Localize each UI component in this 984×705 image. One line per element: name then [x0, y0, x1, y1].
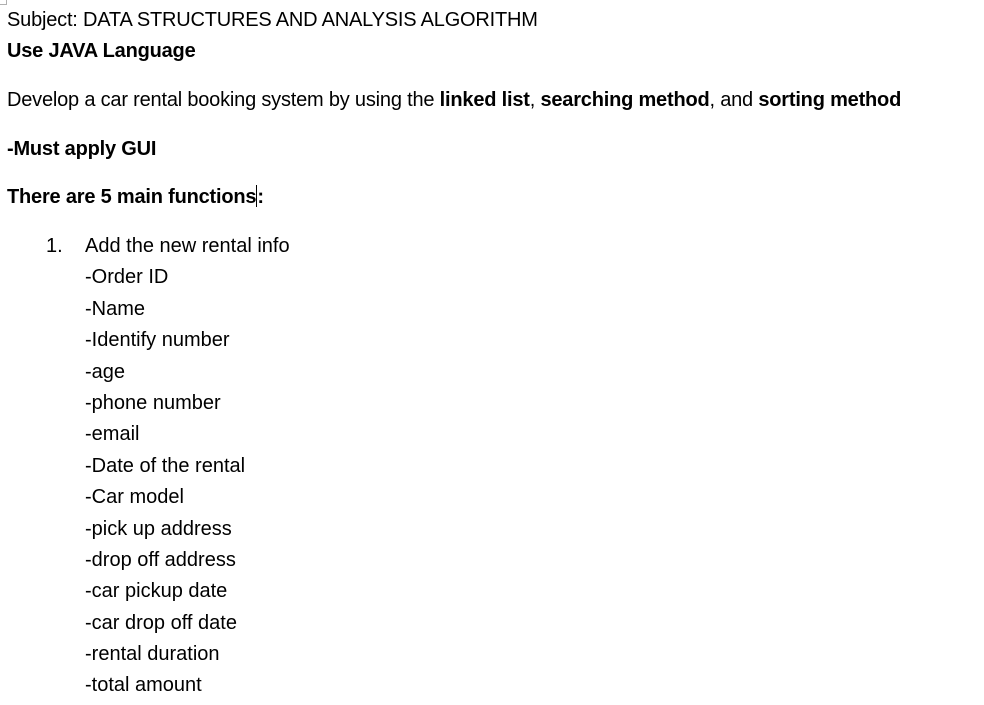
field-item: -Order ID: [85, 266, 169, 289]
field-item: -phone number: [85, 391, 221, 414]
function-title: Add the new rental info: [85, 235, 290, 257]
field-item: -total amount: [85, 674, 202, 697]
description-paragraph: Develop a car rental booking system by u…: [7, 88, 901, 112]
description-sep2: , and: [709, 89, 759, 111]
field-item: -Name: [85, 297, 146, 320]
page-corner-marker: [0, 0, 7, 5]
functions-heading-text: There are 5 main functions: [7, 186, 257, 208]
term-sorting-method: sorting method: [758, 89, 902, 111]
field-item: -car drop off date: [85, 611, 237, 634]
field-item: -age: [85, 360, 126, 383]
field-item: -drop off address: [85, 548, 236, 571]
term-linked-list: linked list: [439, 89, 530, 111]
language-line: Use JAVA Language: [7, 40, 196, 62]
field-item: -rental duration: [85, 643, 220, 666]
list-number: 1.: [46, 235, 63, 257]
gui-requirement: -Must apply GUI: [7, 138, 157, 160]
subject-line: Subject: DATA STRUCTURES AND ANALYSIS AL…: [7, 9, 538, 31]
functions-heading[interactable]: There are 5 main functions:: [7, 185, 264, 209]
description-sep1: ,: [529, 89, 541, 111]
description-prefix: Develop a car rental booking system by u…: [7, 89, 440, 111]
field-item: -email: [85, 423, 140, 446]
field-item: -Identify number: [85, 329, 230, 352]
text-cursor: [256, 185, 258, 207]
field-item: -Date of the rental: [85, 454, 246, 477]
field-item: -car pickup date: [85, 580, 228, 603]
function-1-block: Add the new rental info -Order ID -Name …: [85, 234, 290, 705]
term-searching-method: searching method: [540, 89, 710, 111]
functions-heading-colon: :: [257, 186, 264, 208]
field-item: -Car model: [85, 486, 184, 509]
field-item: -pick up address: [85, 517, 232, 540]
